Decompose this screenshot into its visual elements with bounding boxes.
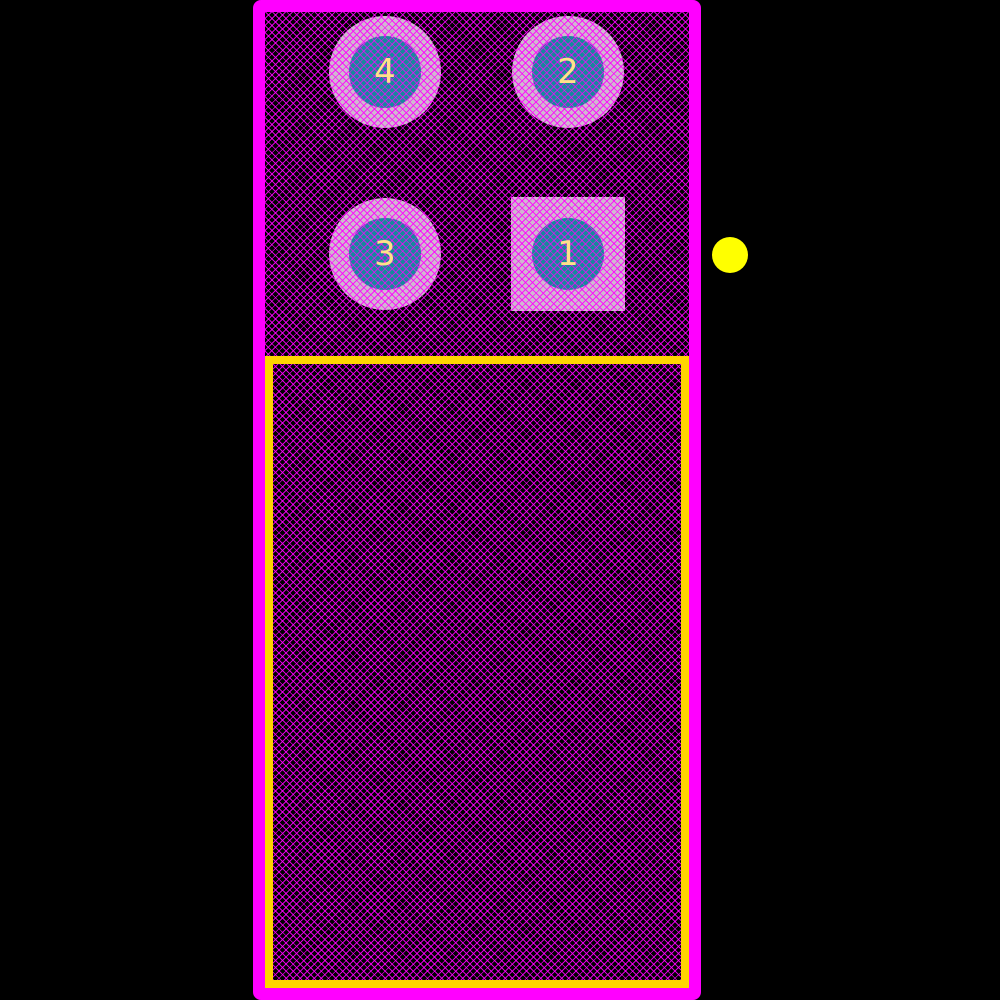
drill-hole: 4 (349, 36, 421, 108)
pad-4[interactable]: 4 (329, 16, 441, 128)
drill-hole: 1 (532, 218, 604, 290)
pad-1[interactable]: 1 (511, 197, 625, 311)
courtyard-fill (273, 364, 681, 980)
pad-3[interactable]: 3 (329, 198, 441, 310)
courtyard-outline (265, 356, 689, 988)
pad-number-label: 3 (374, 234, 396, 274)
pin1-indicator-dot (712, 237, 748, 273)
pad-2[interactable]: 2 (512, 16, 624, 128)
pad-number-label: 1 (557, 234, 579, 274)
pad-number-label: 4 (374, 52, 396, 92)
silkscreen-outline (253, 0, 701, 1000)
drill-hole: 3 (349, 218, 421, 290)
pad-number-label: 2 (557, 52, 579, 92)
drill-hole: 2 (532, 36, 604, 108)
